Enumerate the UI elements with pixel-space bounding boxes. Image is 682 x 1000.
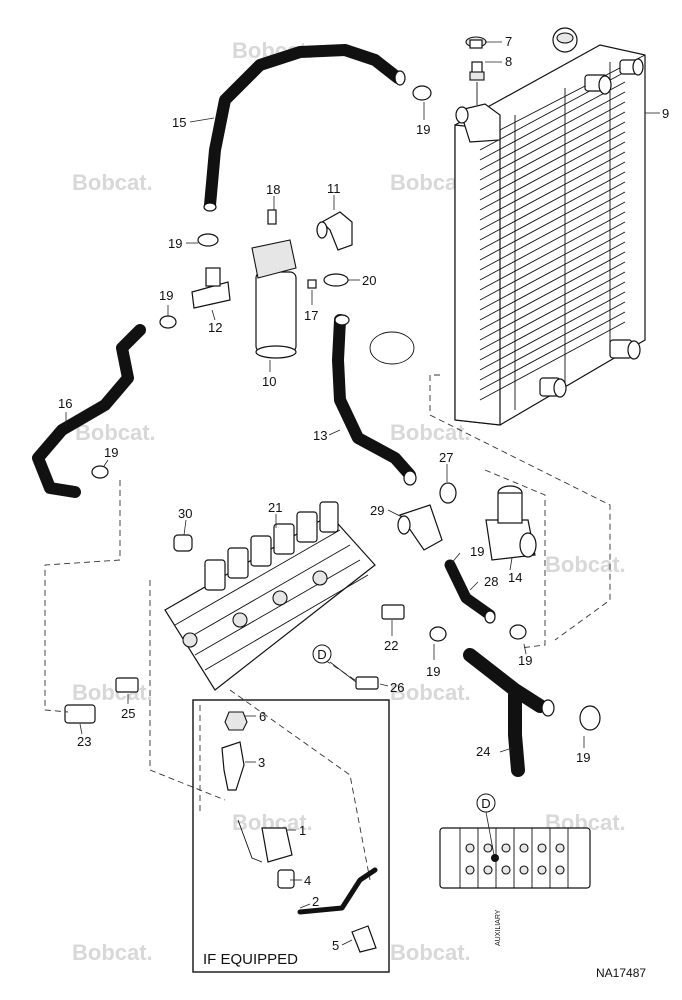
routing-lines xyxy=(44,374,611,881)
callout-9: 9 xyxy=(662,106,669,121)
callout-7: 7 xyxy=(505,34,512,49)
callout-5: 5 xyxy=(332,938,339,953)
inset-valve-view: AUXILIARY xyxy=(439,827,591,946)
adapter-fitting-23 xyxy=(64,704,96,724)
detail-marker-letter: D xyxy=(481,796,490,811)
callout-29: 29 xyxy=(370,503,384,518)
cap-fitting xyxy=(465,36,487,49)
oil-cooler xyxy=(454,27,646,426)
elbow-fitting-29 xyxy=(397,504,443,551)
callout-11: 11 xyxy=(327,181,341,196)
callout-19: 19 xyxy=(168,236,182,251)
breather-fitting xyxy=(469,61,485,105)
watermark-text: Bobcat. xyxy=(72,680,153,705)
callout-25: 25 xyxy=(121,706,135,721)
adapter-fitting-25 xyxy=(115,677,139,693)
hose-28 xyxy=(444,559,496,621)
detail-marker-letter: D xyxy=(317,647,326,662)
if-equipped-box xyxy=(192,699,390,973)
callout-labels: 7 8 9 15 19 18 11 19 20 19 12 17 10 16 1… xyxy=(58,34,669,953)
callout-2: 2 xyxy=(312,894,319,909)
elbow-fitting-12 xyxy=(191,267,231,309)
watermark-text: Bobcat. xyxy=(75,420,156,445)
callout-10: 10 xyxy=(262,374,276,389)
callout-22: 22 xyxy=(384,638,398,653)
hose-24b xyxy=(508,688,525,777)
callout-19: 19 xyxy=(576,750,590,765)
auxiliary-label: AUXILIARY xyxy=(495,909,502,946)
callout-19: 19 xyxy=(426,664,440,679)
callout-20: 20 xyxy=(362,273,376,288)
adapter-fitting-26 xyxy=(355,676,379,690)
callout-15: 15 xyxy=(172,115,186,130)
callout-16: 16 xyxy=(58,396,72,411)
callout-12: 12 xyxy=(208,320,222,335)
callout-14: 14 xyxy=(508,570,522,585)
cooler-fins xyxy=(479,62,626,410)
callout-6: 6 xyxy=(259,709,266,724)
callout-18: 18 xyxy=(266,182,280,197)
callout-30: 30 xyxy=(178,506,192,521)
detail-marker-main: D xyxy=(312,644,332,664)
callout-19: 19 xyxy=(159,288,173,303)
callout-19: 19 xyxy=(518,653,532,668)
watermark-text: Bobcat. xyxy=(390,420,471,445)
watermark-text: Bobcat. xyxy=(72,940,153,965)
callout-4: 4 xyxy=(304,873,311,888)
callout-3: 3 xyxy=(258,755,265,770)
hose-15 xyxy=(204,44,404,211)
detail-marker-inset: D xyxy=(476,793,496,813)
callout-19: 19 xyxy=(104,445,118,460)
if-equipped-label: IF EQUIPPED xyxy=(203,951,298,968)
leader-lines xyxy=(65,41,660,946)
reference-code: NA17487 xyxy=(596,966,646,980)
control-valve xyxy=(164,501,376,691)
callout-28: 28 xyxy=(484,574,498,589)
watermark-text: Bobcat. xyxy=(545,552,626,577)
filter-assembly xyxy=(251,209,317,359)
callout-24: 24 xyxy=(476,744,490,759)
callout-8: 8 xyxy=(505,54,512,69)
adapter-fitting-22 xyxy=(381,604,405,620)
callout-19: 19 xyxy=(416,122,430,137)
watermark-text: Bobcat. xyxy=(390,680,471,705)
callout-27: 27 xyxy=(439,450,453,465)
callout-19: 19 xyxy=(470,544,484,559)
callout-21: 21 xyxy=(268,500,282,515)
watermark-text: Bobcat. xyxy=(72,170,153,195)
hose-clamps xyxy=(91,85,601,731)
hose-16 xyxy=(32,324,146,498)
watermark-text: Bobcat. xyxy=(390,940,471,965)
plug-30 xyxy=(173,534,193,552)
callout-1: 1 xyxy=(299,823,306,838)
callout-17: 17 xyxy=(304,308,318,323)
watermark-layer: Bobcat. Bobcat. Bobcat. Bobcat. Bobcat. … xyxy=(72,38,626,965)
elbow-fitting-11 xyxy=(316,211,353,251)
callout-13: 13 xyxy=(313,428,327,443)
hose-13 xyxy=(332,314,416,481)
tee-fitting xyxy=(485,485,537,561)
callout-23: 23 xyxy=(77,734,91,749)
callout-26: 26 xyxy=(390,680,404,695)
